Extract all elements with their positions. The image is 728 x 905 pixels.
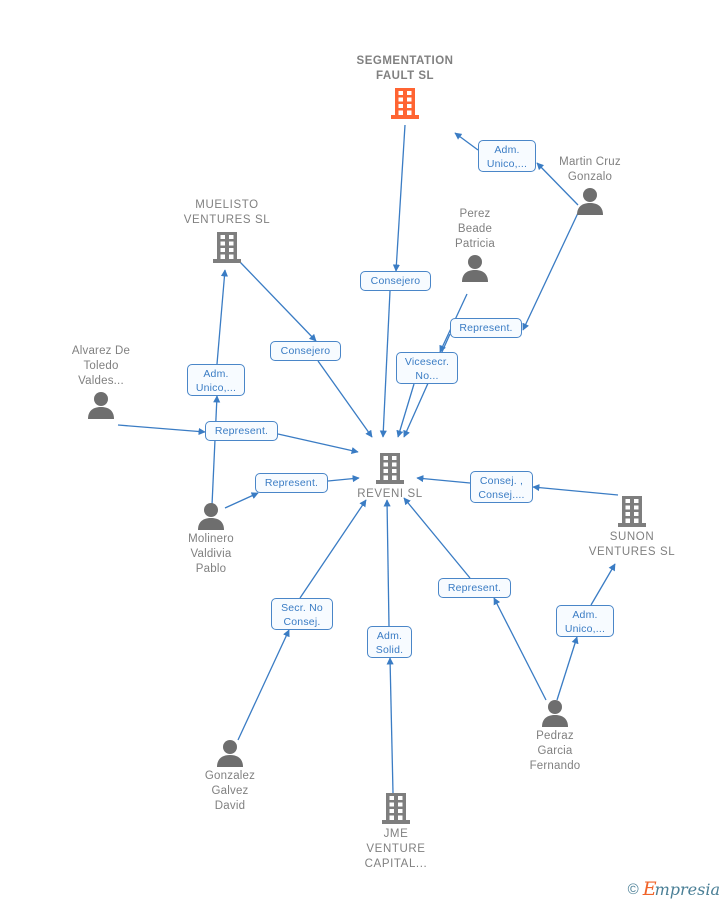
person-icon — [575, 187, 605, 215]
node-perez-beade-patricia[interactable]: Perez Beade Patricia — [415, 207, 535, 282]
edge-label-adm-solid-jme[interactable]: Adm. Solid. — [367, 626, 412, 658]
edge-muelisto-to-consejero — [239, 261, 317, 342]
node-sunon-ventures-sl[interactable]: SUNON VENTURES SL — [572, 494, 692, 560]
node-label: Gonzalez Galvez David — [204, 770, 256, 812]
edge-sunon-to-consej — [532, 484, 619, 496]
node-label: MUELISTO VENTURES SL — [183, 199, 271, 226]
edge-represent-pedraz-to-reveni — [403, 497, 471, 579]
edge-label-represent-molinero[interactable]: Represent. — [255, 473, 328, 493]
node-label: Perez Beade Patricia — [455, 208, 495, 250]
edge-martin-to-represent — [522, 212, 579, 331]
edge-molinero-to-admunico — [211, 395, 221, 506]
edge-consej-to-reveni — [416, 475, 471, 484]
node-pedraz-garcia-fernando[interactable]: Pedraz Garcia Fernando — [495, 699, 615, 774]
edge-label-consejero-muelisto[interactable]: Consejero — [270, 341, 341, 361]
node-label: SEGMENTATION FAULT SL — [356, 55, 454, 82]
edge-label-represent-alvarez[interactable]: Represent. — [205, 421, 278, 441]
person-icon — [86, 391, 116, 419]
node-martin-cruz-gonzalo[interactable]: Martin Cruz Gonzalo — [530, 155, 650, 215]
edge-admunico-to-segmentation — [454, 132, 479, 151]
edge-label-consej-sunon[interactable]: Consej. , Consej.... — [470, 471, 533, 503]
brand-logo: Empresia — [642, 878, 720, 900]
edge-admunico-to-muelisto — [216, 269, 229, 365]
person-icon — [215, 739, 245, 767]
building-icon-highlight — [390, 86, 420, 120]
edge-label-secr-no-consej-gonzalez[interactable]: Secr. No Consej. — [271, 598, 333, 630]
edge-label-vicesecr-perez[interactable]: Vicesecr. No... — [396, 352, 458, 384]
edge-label-adm-unico-martin[interactable]: Adm. Unico,... — [478, 140, 536, 172]
edge-label-represent-martin[interactable]: Represent. — [450, 318, 522, 338]
node-jme-venture-capital[interactable]: JME VENTURE CAPITAL... — [336, 791, 456, 872]
edge-label-consejero-segmentation[interactable]: Consejero — [360, 271, 431, 291]
node-gonzalez-galvez-david[interactable]: Gonzalez Galvez David — [170, 739, 290, 814]
node-label: REVENI SL — [357, 488, 423, 500]
node-alvarez-de-toledo-valdes[interactable]: Alvarez De Toledo Valdes... — [41, 344, 161, 419]
watermark: © Empresia — [627, 878, 720, 900]
edge-jme-to-admsolid — [386, 657, 394, 794]
edge-consejero-muelisto-to-reveni — [317, 360, 373, 438]
node-label: Molinero Valdivia Pablo — [188, 533, 234, 575]
building-icon — [617, 494, 647, 528]
node-label: SUNON VENTURES SL — [588, 531, 676, 558]
edge-represent-molinero-to-reveni — [327, 475, 360, 483]
node-label: JME VENTURE CAPITAL... — [364, 828, 428, 870]
person-icon — [196, 502, 226, 530]
edge-martin-to-admunico — [536, 162, 579, 206]
edge-pedraz-to-represent — [493, 597, 547, 701]
copyright-icon: © — [627, 881, 639, 898]
edge-label-adm-unico-pedraz[interactable]: Adm. Unico,... — [556, 605, 614, 637]
node-reveni-sl[interactable]: REVENI SL — [330, 451, 450, 502]
building-icon — [375, 451, 405, 485]
node-label: Pedraz Garcia Fernando — [529, 730, 581, 772]
brand-initial: E — [642, 878, 657, 900]
edge-represent-martin-to-reveni — [403, 333, 451, 438]
node-muelisto-ventures-sl[interactable]: MUELISTO VENTURES SL — [167, 198, 287, 264]
person-icon — [540, 699, 570, 727]
edge-consejero-to-reveni — [379, 290, 391, 438]
edge-label-adm-unico-molinero[interactable]: Adm. Unico,... — [187, 364, 245, 396]
edge-gonzalez-to-secr — [237, 629, 290, 741]
edge-alvarez-to-represent — [117, 424, 206, 436]
edge-pedraz-to-admunico-sunon — [556, 636, 579, 701]
node-molinero-valdivia-pablo[interactable]: Molinero Valdivia Pablo — [151, 502, 271, 577]
brand-name: mpresia — [654, 880, 720, 899]
building-icon — [212, 230, 242, 264]
node-label: Martin Cruz Gonzalo — [559, 156, 621, 183]
person-icon — [460, 254, 490, 282]
node-label: Alvarez De Toledo Valdes... — [71, 345, 131, 387]
edge-vicesecr-to-reveni — [396, 383, 415, 438]
edge-molinero-to-represent2 — [224, 492, 259, 509]
edge-label-represent-pedraz[interactable]: Represent. — [438, 578, 511, 598]
edge-segmentation-to-label — [392, 124, 406, 272]
edge-secr-to-reveni — [299, 499, 367, 599]
edge-admunico-to-sunon — [590, 563, 616, 606]
node-segmentation-fault-sl[interactable]: SEGMENTATION FAULT SL — [345, 54, 465, 120]
edge-admsolid-to-reveni — [383, 499, 391, 627]
edge-represent-alvarez-to-reveni — [277, 433, 359, 455]
building-icon — [381, 791, 411, 825]
